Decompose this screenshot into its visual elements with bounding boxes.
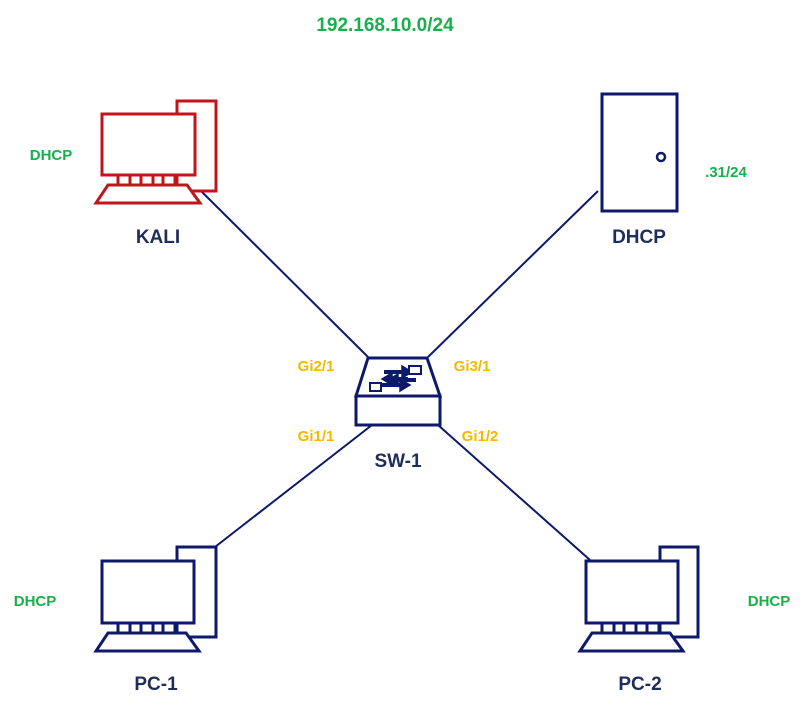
link-kali-switch <box>201 191 369 358</box>
pc1-addressing: DHCP <box>14 593 57 610</box>
kali-computer-icon[interactable] <box>93 99 218 205</box>
switch-label: SW-1 <box>374 451 422 472</box>
kali-label: KALI <box>136 227 180 248</box>
dhcp-server-icon[interactable] <box>600 92 679 213</box>
port-label-pc2: Gi1/2 <box>462 428 499 445</box>
pc2-label: PC-2 <box>618 674 661 695</box>
dhcp-server-address: .31/24 <box>705 164 747 181</box>
link-pc1-switch <box>214 424 373 548</box>
port-label-dhcp-server: Gi3/1 <box>454 358 491 375</box>
port-label-kali: Gi2/1 <box>298 358 335 375</box>
switch-icon[interactable] <box>353 356 443 427</box>
links <box>201 190 599 561</box>
pc1-computer-icon[interactable] <box>93 545 218 653</box>
link-dhcp-switch <box>427 190 599 358</box>
port-label-pc1: Gi1/1 <box>298 428 335 445</box>
network-address-title: 192.168.10.0/24 <box>316 15 454 36</box>
dhcp-server-label: DHCP <box>612 227 666 248</box>
link-pc2-switch <box>437 424 591 561</box>
pc2-addressing: DHCP <box>748 593 791 610</box>
switch-arrows-icon <box>369 364 422 393</box>
pc2-computer-icon[interactable] <box>577 545 700 653</box>
kali-addressing: DHCP <box>30 147 73 164</box>
pc1-label: PC-1 <box>134 674 178 695</box>
